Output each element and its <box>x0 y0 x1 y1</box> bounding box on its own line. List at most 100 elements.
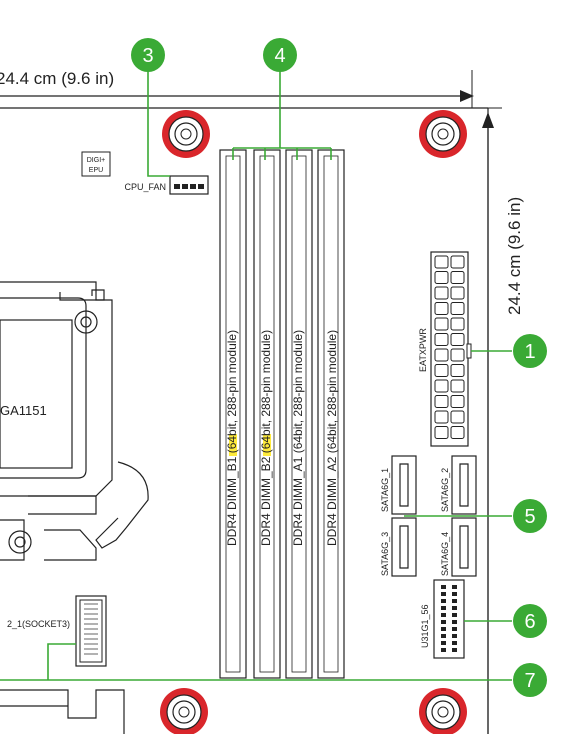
eatxpwr-pin <box>434 255 449 269</box>
usb-header-pin <box>452 634 457 638</box>
leader-7 <box>0 643 512 681</box>
width-dimension-label: 24.4 cm (9.6 in) <box>0 69 114 88</box>
eatxpwr-pin <box>434 286 449 300</box>
cpu-socket <box>0 281 149 561</box>
eatxpwr-pin <box>450 286 465 300</box>
m2-socket: 2_1(SOCKET3) <box>7 595 107 667</box>
eatxpwr-pin <box>434 271 449 284</box>
eatxpwr-pin <box>434 348 449 362</box>
usb-header-pin <box>441 634 446 638</box>
u31g1-label: U31G1_56 <box>420 604 430 648</box>
usb-header-pin <box>452 613 457 617</box>
sata2-label: SATA6G_2 <box>440 468 450 512</box>
sata3-label: SATA6G_3 <box>380 532 390 576</box>
usb-header-pin <box>452 592 457 596</box>
usb-header-pin <box>441 641 446 645</box>
dimm-slot-a2-id: A2 <box>325 456 339 471</box>
dimm-slot-a1-id: A1 <box>291 456 305 471</box>
eatxpwr-pin <box>434 379 449 393</box>
digi-epu-label-line1: DIGI+ <box>87 157 105 164</box>
usb-header-pin <box>441 620 446 624</box>
svg-text:DDR4 DIMM_B2 (64bit, 288-pin m: DDR4 DIMM_B2 (64bit, 288-pin module) <box>259 330 273 546</box>
sata4-label: SATA6G_4 <box>440 532 450 576</box>
usb-header-pin <box>441 585 446 589</box>
leader-3 <box>147 66 170 177</box>
usb-header-pin <box>452 599 457 603</box>
eatxpwr-pin <box>450 302 465 315</box>
dimm-slot-b2: DDR4 DIMM_B2 (64bit, 288-pin module) <box>253 149 281 679</box>
dimm-slot-a1-prefix: DDR4 DIMM_ <box>291 471 305 546</box>
sata-port-3: SATA6G_3 <box>380 517 417 577</box>
usb-header-pin <box>452 606 457 610</box>
usb-header-pin <box>441 592 446 596</box>
svg-text:DDR4 DIMM_A1 (64bit, 288-pin m: DDR4 DIMM_A1 (64bit, 288-pin module) <box>291 330 305 546</box>
usb-header-pin <box>441 613 446 617</box>
callout-7: 7 <box>513 663 547 697</box>
dimm-slot-a2-suffix: (64bit, 288-pin module) <box>325 330 339 457</box>
svg-text:DDR4 DIMM_A2 (64bit, 288-pin m: DDR4 DIMM_A2 (64bit, 288-pin module) <box>325 330 339 546</box>
cpu-fan-header: CPU_FAN <box>124 175 209 195</box>
eatxpwr-pin <box>434 317 449 331</box>
eatxpwr-pin <box>450 317 465 331</box>
mount-hole-bottom-right <box>419 688 467 734</box>
eatxpwr-pin <box>434 410 449 424</box>
callout-1: 1 <box>513 334 547 368</box>
callout-3: 3 <box>131 38 165 72</box>
cpu-fan-label: CPU_FAN <box>124 182 166 192</box>
height-dimension: 24.4 cm (9.6 in) <box>474 107 524 734</box>
sata1-label: SATA6G_1 <box>380 468 390 512</box>
eatxpwr-pin <box>450 271 465 284</box>
callout-5-number: 5 <box>524 506 535 528</box>
usb-header-pin <box>452 641 457 645</box>
eatxpwr-pin <box>450 379 465 393</box>
dimm-slot-b1: DDR4 DIMM_B1 (64bit, 288-pin module) <box>219 149 247 679</box>
eatxpwr-pin <box>450 348 465 362</box>
digi-epu-label-line2: EPU <box>89 167 103 174</box>
eatxpwr-pin <box>434 395 449 408</box>
eatxpwr-label: EATXPWR <box>418 328 428 372</box>
callout-1-number: 1 <box>524 341 535 363</box>
dimm-slot-b1-id: B1 <box>225 456 239 471</box>
callout-7-number: 7 <box>524 670 535 692</box>
callout-6-number: 6 <box>524 611 535 633</box>
u31g1-header: U31G1_56 <box>420 579 465 659</box>
usb-header-pin <box>452 648 457 652</box>
m2-label: 2_1(SOCKET3) <box>7 619 70 629</box>
sata-port-2: SATA6G_2 <box>440 455 477 515</box>
dimm-slot-a2-prefix: DDR4 DIMM_ <box>325 471 339 546</box>
dimm-slot-b1-suffix: (64bit, 288-pin module) <box>225 330 239 457</box>
callout-4: 4 <box>263 38 297 72</box>
eatxpwr-pin <box>450 426 465 439</box>
eatxpwr-pin <box>434 302 449 315</box>
dimm-slot-b2-id: B2 <box>259 456 273 471</box>
leader-lines <box>0 66 512 681</box>
dimm-slot-b1-prefix: DDR4 DIMM_ <box>225 471 239 546</box>
callout-3-number: 3 <box>142 45 153 67</box>
usb-header-pin <box>452 627 457 631</box>
callout-6: 6 <box>513 604 547 638</box>
callout-5: 5 <box>513 499 547 533</box>
dimm-slot-a2: DDR4 DIMM_A2 (64bit, 288-pin module) <box>317 149 345 679</box>
mount-hole-top-left <box>162 110 210 158</box>
eatxpwr-pin <box>434 364 449 377</box>
mount-hole-top-right <box>419 110 467 158</box>
eatxpwr-connector: EATXPWR <box>418 251 472 447</box>
eatxpwr-pin <box>450 364 465 377</box>
callout-4-number: 4 <box>274 45 285 67</box>
usb-header-pin <box>441 599 446 603</box>
eatxpwr-pin <box>450 410 465 424</box>
height-dimension-label: 24.4 cm (9.6 in) <box>505 197 524 315</box>
width-dimension: 24.4 cm (9.6 in) <box>0 69 474 108</box>
eatxpwr-pin <box>450 395 465 408</box>
pcie-slot-partial <box>0 689 125 734</box>
sata-port-4: SATA6G_4 <box>440 517 477 577</box>
dimm-slots: DDR4 DIMM_B1 (64bit, 288-pin module) DDR… <box>219 149 345 679</box>
mount-hole-bottom-left <box>160 688 208 734</box>
usb-header-pin <box>441 627 446 631</box>
eatxpwr-pin <box>450 255 465 269</box>
dimm-slot-b2-suffix: (64bit, 288-pin module) <box>259 330 273 457</box>
dimm-slot-b2-prefix: DDR4 DIMM_ <box>259 471 273 546</box>
digi-epu-chip: DIGI+ EPU <box>81 151 111 177</box>
usb-header-pin <box>452 620 457 624</box>
